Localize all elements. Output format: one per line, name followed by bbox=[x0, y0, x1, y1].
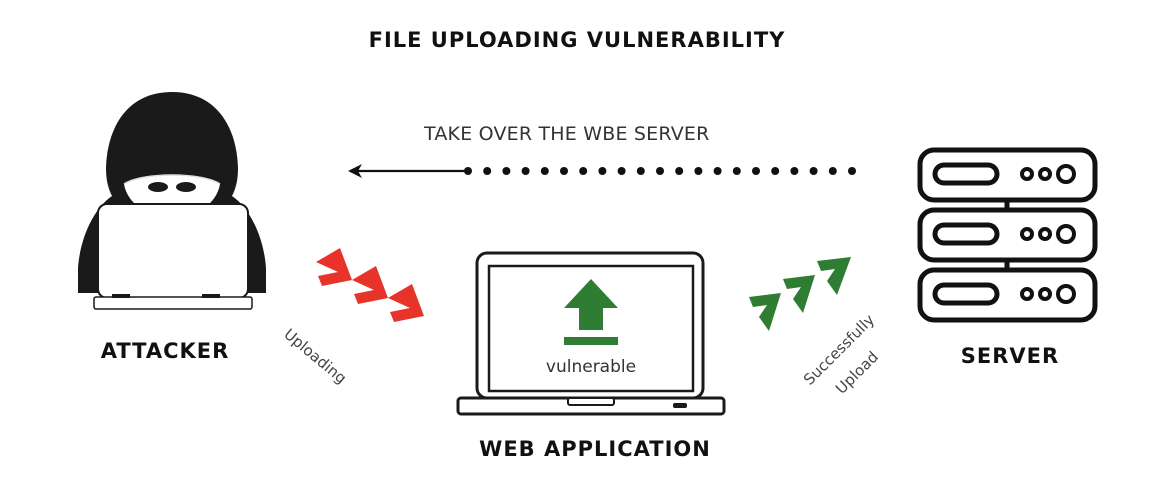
trail-dot bbox=[598, 167, 607, 175]
trail-dot bbox=[828, 167, 837, 175]
trail-dot bbox=[809, 167, 818, 175]
trail-dot bbox=[483, 167, 492, 175]
trail-dot bbox=[675, 167, 684, 175]
vulnerable-screen-text: vulnerable bbox=[545, 357, 637, 377]
trail-dot bbox=[502, 167, 511, 175]
trail-dot bbox=[694, 167, 703, 175]
web-application-label: WEB APPLICATION bbox=[479, 437, 711, 461]
server-rack-icon bbox=[917, 147, 1098, 323]
trail-dot bbox=[732, 167, 741, 175]
trail-dot bbox=[771, 167, 780, 175]
trail-dot bbox=[752, 167, 760, 175]
trail-dot bbox=[560, 167, 568, 175]
trail-dot bbox=[464, 167, 472, 175]
dotted-trail bbox=[464, 167, 856, 175]
trail-dot bbox=[521, 167, 530, 175]
server-label: SERVER bbox=[960, 344, 1060, 368]
trail-dot bbox=[579, 167, 588, 175]
trail-dot bbox=[713, 167, 722, 175]
laptop-upload-icon bbox=[456, 251, 726, 416]
arrow-head-icon bbox=[348, 164, 362, 178]
trail-dot bbox=[848, 167, 856, 175]
take-over-label: TAKE OVER THE WBE SERVER bbox=[424, 123, 710, 145]
attacker-label: ATTACKER bbox=[100, 339, 230, 363]
trail-dot bbox=[617, 167, 626, 175]
diagram-title: FILE UPLOADING VULNERABILITY bbox=[368, 28, 786, 52]
trail-dot bbox=[656, 167, 664, 175]
upload-arrow-icon bbox=[564, 279, 618, 330]
trail-dot bbox=[540, 167, 549, 175]
trail-dot bbox=[790, 167, 799, 175]
hooded-hacker-laptop-icon bbox=[78, 92, 266, 310]
red-chevrons-icon bbox=[316, 248, 424, 322]
trail-dot bbox=[636, 167, 645, 175]
green-chevrons-icon bbox=[749, 257, 851, 331]
